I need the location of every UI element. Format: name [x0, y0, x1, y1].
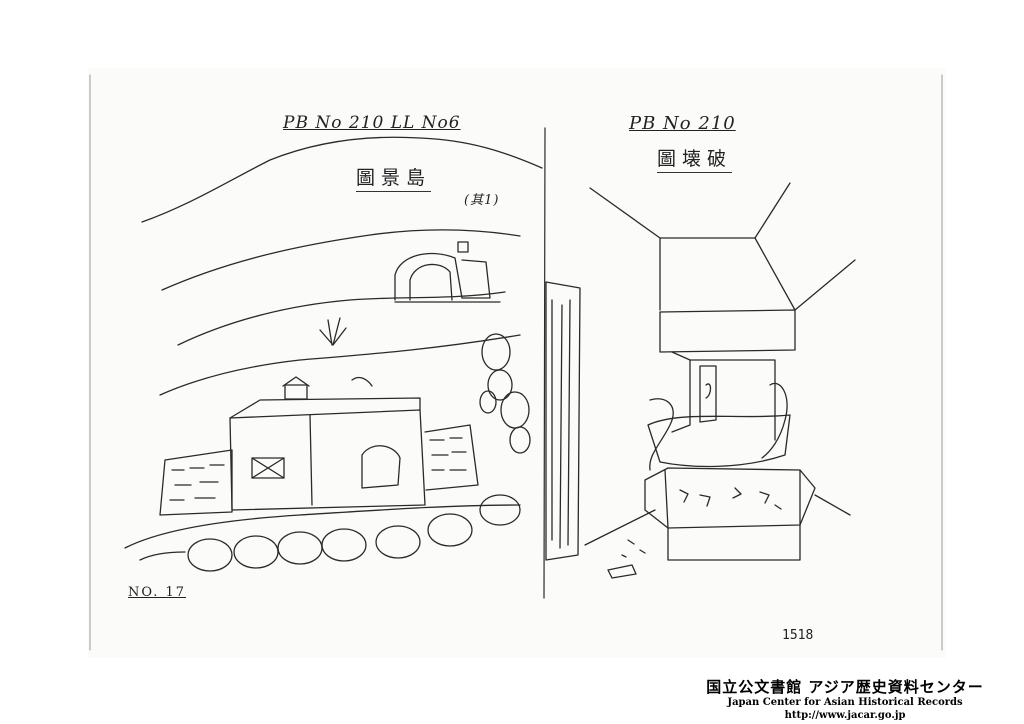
left-sketch-label: PB No 210 LL No6	[283, 113, 461, 133]
right-sketch-label: PB No 210	[629, 113, 736, 134]
archive-name-japanese: 国立公文書館 アジア歴史資料センター	[706, 678, 984, 696]
page-number: 1518	[782, 628, 814, 643]
destruction-sketch	[545, 182, 856, 579]
left-sketch-subtitle: (其1)	[464, 193, 500, 208]
center-divider	[543, 127, 546, 599]
left-sketch-title: 圖景島	[356, 163, 432, 192]
island-landscape-sketch	[124, 136, 543, 572]
archive-url: http://www.jacar.go.jp	[784, 710, 906, 721]
plate-number: NO. 17	[128, 585, 187, 600]
archive-name-english: Japan Center for Asian Historical Record…	[727, 697, 963, 708]
right-sketch-title: 圖壊破	[657, 144, 733, 173]
